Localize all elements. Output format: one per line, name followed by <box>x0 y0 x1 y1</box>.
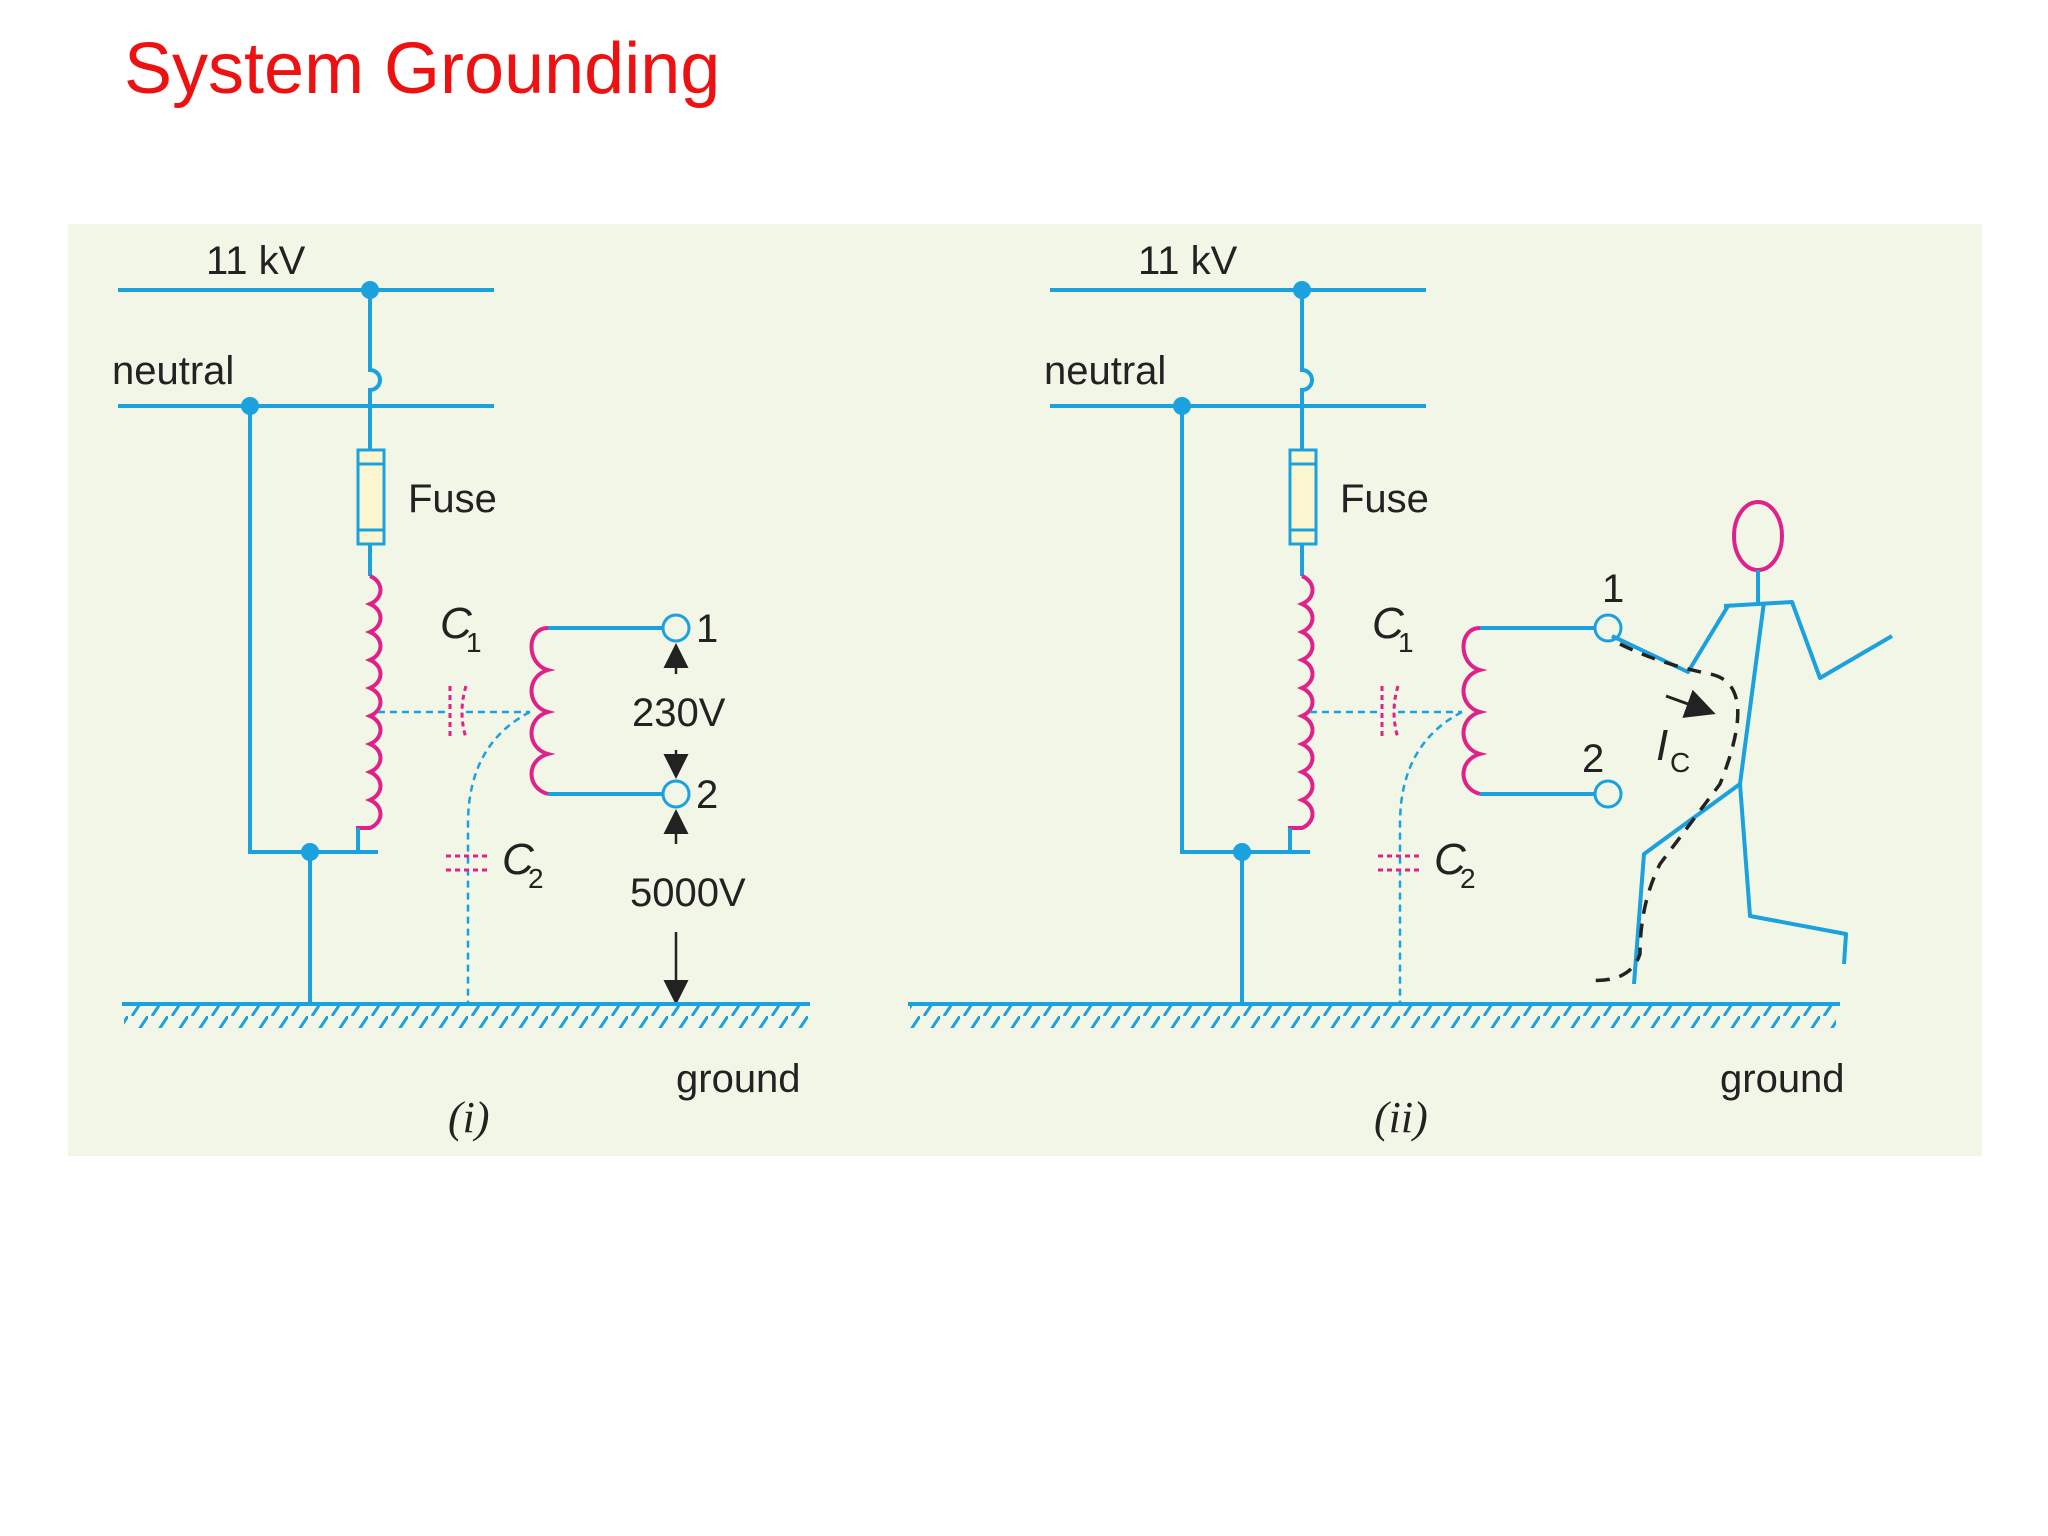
junction-dots <box>1173 281 1311 861</box>
person-arm-right <box>1723 600 1894 680</box>
diagram-ii: Fuse 11 kV neutral C 1 C 2 1 2 <box>908 239 1894 1142</box>
current-label: I <box>1656 721 1668 770</box>
fuse-label: Fuse <box>408 477 497 521</box>
person-leg-back <box>1632 782 1742 985</box>
c2-capacitor-symbol <box>1378 854 1422 872</box>
neutral-drop <box>248 406 378 854</box>
supply-voltage-label: 11 kV <box>1138 239 1238 283</box>
c1-label: C <box>1372 599 1405 648</box>
supply-voltage-label: 11 kV <box>206 239 306 283</box>
ground-symbol <box>908 1002 1840 1028</box>
fuse <box>1288 448 1318 546</box>
terminal-2 <box>1593 779 1623 809</box>
terminal-2 <box>661 779 691 809</box>
ground-symbol <box>122 1002 810 1028</box>
diagram-i: Fuse 11 kV neutral C 1 C 2 1 2 <box>112 239 810 1142</box>
c2-subscript: 2 <box>1460 863 1476 894</box>
grounding-figure: Fuse 11 kV neutral C 1 C 2 1 2 <box>68 224 1982 1156</box>
c1-label: C <box>440 599 473 648</box>
neutral-label: neutral <box>1044 349 1166 393</box>
secondary-winding <box>529 626 556 796</box>
leakage-current-path <box>1585 642 1740 983</box>
c1-capacitor-symbol <box>1380 685 1400 739</box>
secondary-winding <box>1461 626 1488 796</box>
current-subscript: C <box>1670 747 1690 778</box>
power-lines <box>118 288 662 1002</box>
fuse-label: Fuse <box>1340 477 1429 521</box>
fuse <box>356 448 386 546</box>
c2-label: C <box>502 835 535 884</box>
terminal-1-label: 1 <box>696 607 718 651</box>
figure-background <box>68 224 1982 1156</box>
ground-label: ground <box>676 1057 801 1101</box>
person-arm-left <box>1611 604 1730 674</box>
ground-label: ground <box>1720 1057 1845 1101</box>
c1-subscript: 1 <box>1398 627 1414 658</box>
terminal-2-label: 2 <box>696 773 718 817</box>
hv-drop <box>1300 290 1314 450</box>
power-lines <box>1050 288 1594 1002</box>
person-figure <box>1611 500 1894 985</box>
c2-label: C <box>1434 835 1467 884</box>
diagram-canvas: Fuse 11 kV neutral C 1 C 2 1 2 <box>68 224 1982 1156</box>
terminal-1-label: 1 <box>1602 567 1624 611</box>
junction-dots <box>241 281 379 861</box>
c2-capacitor-symbol <box>446 854 490 872</box>
terminal-2-label: 2 <box>1582 737 1604 781</box>
slide-title: System Grounding <box>124 29 721 109</box>
current-arrow <box>1665 689 1716 718</box>
primary-winding <box>1288 574 1315 830</box>
person-leg-front <box>1738 783 1848 965</box>
stray-capacitance-paths <box>378 710 531 1002</box>
ground-voltage-label: 5000V <box>630 871 746 915</box>
c2-subscript: 2 <box>528 863 544 894</box>
caption-i: (i) <box>448 1093 490 1142</box>
person-body <box>1738 601 1766 785</box>
c1-subscript: 1 <box>466 627 482 658</box>
neutral-drop <box>1180 406 1310 854</box>
secondary-voltage-label: 230V <box>632 691 726 735</box>
primary-winding <box>356 574 383 830</box>
c1-capacitor-symbol <box>448 685 468 739</box>
caption-ii: (ii) <box>1374 1093 1428 1142</box>
stray-capacitance-paths <box>1310 710 1463 1002</box>
terminal-1 <box>661 613 691 643</box>
hv-drop <box>368 290 382 450</box>
terminal-1 <box>1593 613 1623 643</box>
neutral-label: neutral <box>112 349 234 393</box>
